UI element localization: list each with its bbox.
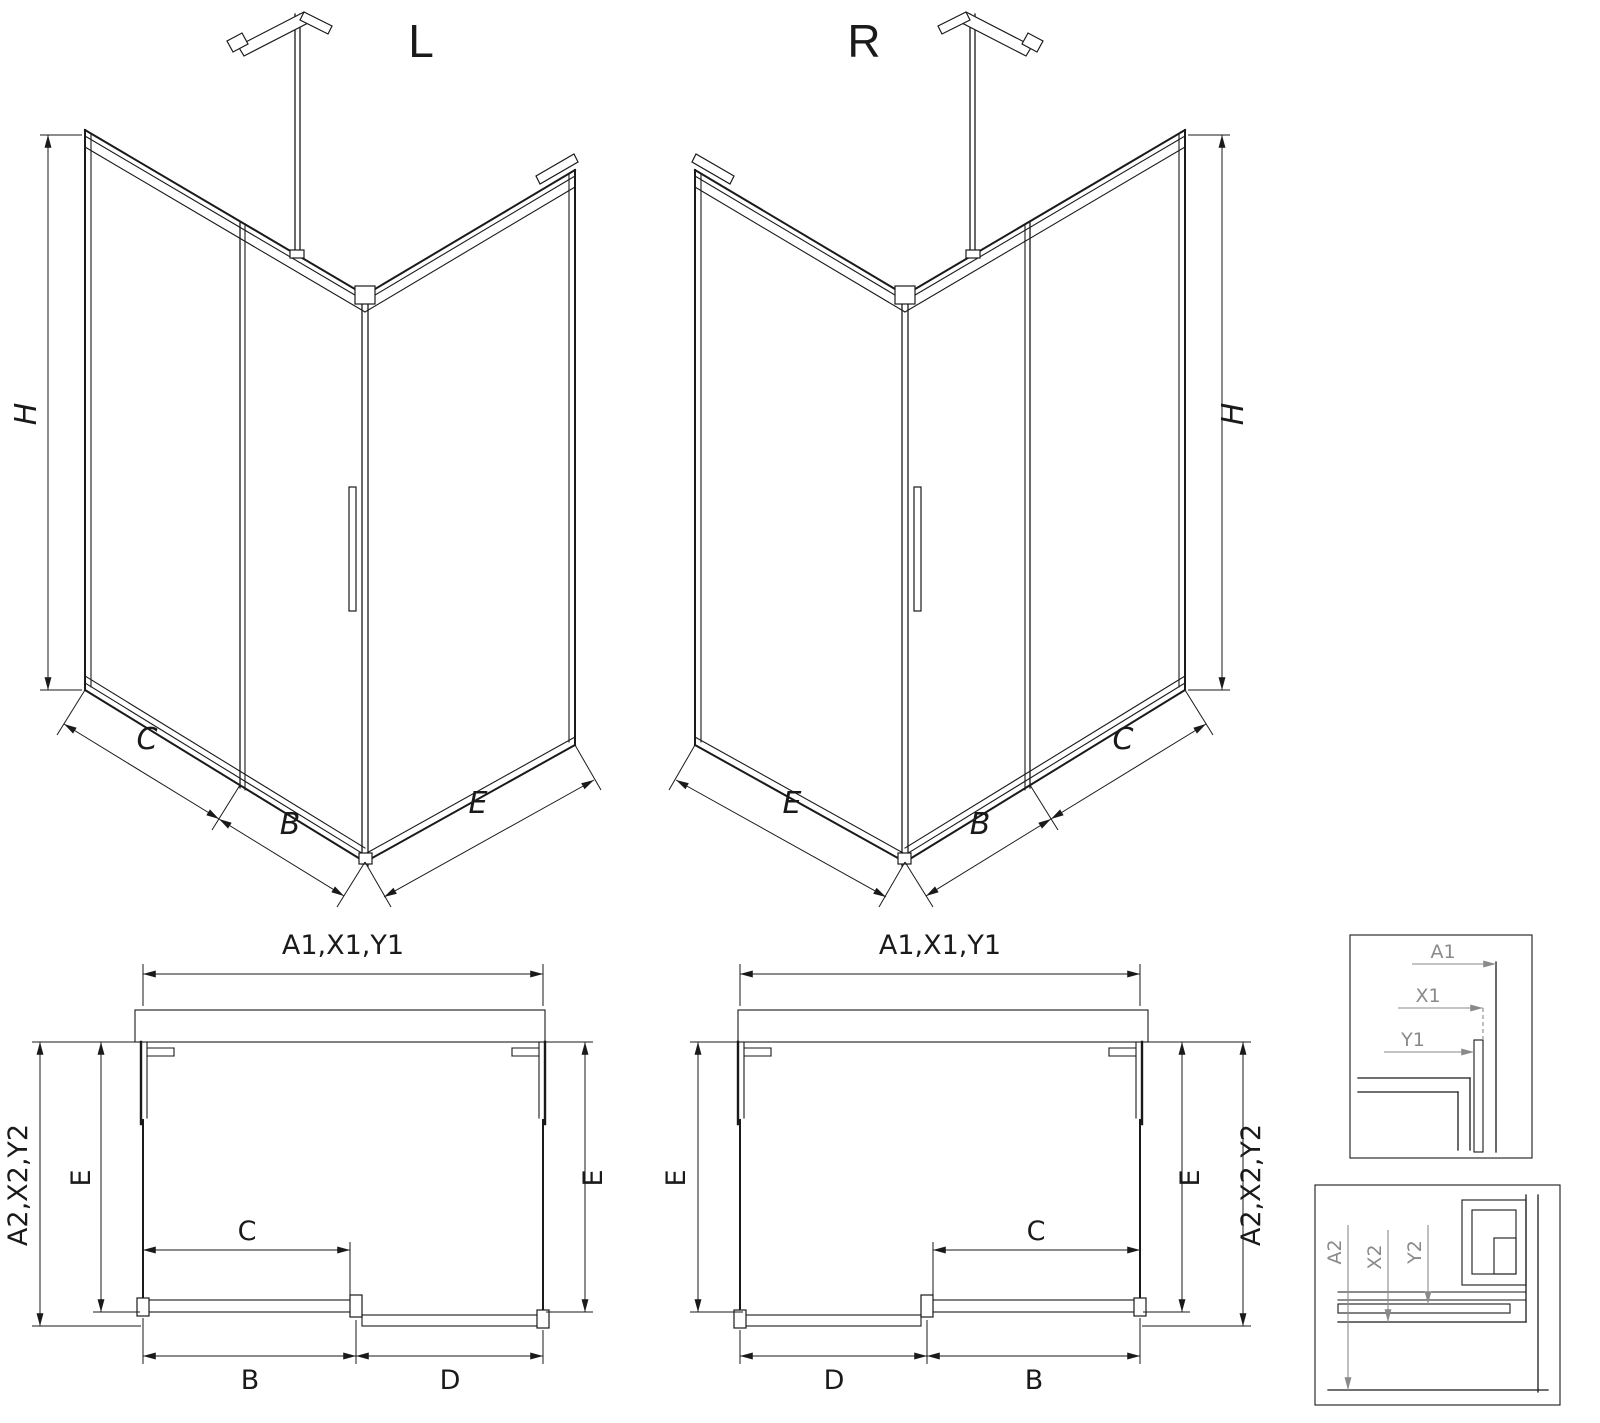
dim-label-y2: Y2 xyxy=(1404,1240,1426,1265)
ceiling-support-bracket xyxy=(226,11,333,259)
plan-right-dimensions xyxy=(690,964,1251,1364)
plan-view-left: A1,X1,Y1 A2,X2,Y2 E E C B D xyxy=(3,930,609,1396)
dim-label-e-left: E xyxy=(66,1169,97,1186)
dim-label-d: D xyxy=(824,1365,845,1396)
door-handle xyxy=(348,486,357,612)
corner-connector-top xyxy=(354,285,376,305)
wall-bracket xyxy=(535,153,579,185)
fixed-panel-section xyxy=(361,1314,544,1327)
wall-section xyxy=(737,1009,1149,1043)
dim-label-e-right: E xyxy=(578,1169,609,1186)
ceiling-support-bracket xyxy=(937,11,1044,259)
dim-label-c: C xyxy=(238,1216,257,1247)
dim-label-h: H xyxy=(1216,403,1251,426)
corner-connector xyxy=(733,1309,747,1329)
dim-label-e-right: E xyxy=(1175,1169,1206,1186)
corner-connector xyxy=(536,1309,550,1329)
dim-label-x2: X2 xyxy=(1364,1244,1386,1269)
dim-label-y1: Y1 xyxy=(1400,1029,1425,1051)
glass-section xyxy=(1473,1039,1484,1153)
wall-bracket xyxy=(691,153,735,185)
profile-hatch xyxy=(1493,1237,1517,1275)
dim-label-b: B xyxy=(1025,1365,1044,1396)
view-title-right: R xyxy=(847,15,880,67)
iso-view-left: L H C B E xyxy=(9,11,602,908)
dim-label-c: C xyxy=(137,722,158,757)
door-end-cap xyxy=(349,1294,363,1318)
dim-label-a1x1y1: A1,X1,Y1 xyxy=(282,930,404,961)
fixed-panel-section xyxy=(739,1314,922,1327)
iso-view-right: R H E B C xyxy=(668,11,1251,908)
iso-left-dimensions xyxy=(40,134,602,908)
corner-foot xyxy=(358,852,373,865)
dim-label-b: B xyxy=(241,1365,260,1396)
plan-left-dimensions xyxy=(32,964,593,1364)
detail-view-bottom: A2 X2 Y2 xyxy=(1314,1184,1561,1406)
detail-view-top: A1 X1 Y1 xyxy=(1349,934,1533,1159)
door-end-cap xyxy=(920,1294,934,1318)
dim-label-x1: X1 xyxy=(1415,985,1440,1007)
iso-right-dimensions xyxy=(668,134,1230,908)
door-handle xyxy=(913,486,922,612)
dim-label-b: B xyxy=(280,807,301,842)
corner-connector xyxy=(136,1297,150,1317)
glass-section xyxy=(1337,1303,1511,1314)
sliding-door-section xyxy=(930,1299,1141,1313)
corner-connector-top xyxy=(894,285,916,305)
corner-foot xyxy=(897,852,912,865)
dim-label-e-left: E xyxy=(661,1169,692,1186)
sliding-door-section xyxy=(142,1299,353,1313)
corner-connector xyxy=(1133,1297,1147,1317)
dim-label-a2x2y2: A2,X2,Y2 xyxy=(3,1124,34,1246)
dim-label-h: H xyxy=(9,403,44,426)
view-title-left: L xyxy=(408,15,434,67)
dim-label-a1: A1 xyxy=(1430,941,1455,963)
dim-label-a2: A2 xyxy=(1324,1239,1346,1264)
plan-view-right: A1,X1,Y1 A2,X2,Y2 E E C D B xyxy=(661,930,1267,1396)
dim-label-a1x1y1: A1,X1,Y1 xyxy=(879,930,1001,961)
dim-label-e: E xyxy=(469,786,488,821)
dim-label-a2x2y2: A2,X2,Y2 xyxy=(1236,1124,1267,1246)
dim-label-c: C xyxy=(1113,722,1134,757)
wall-section xyxy=(134,1009,546,1043)
dim-label-e: E xyxy=(783,786,802,821)
dim-label-b: B xyxy=(970,807,991,842)
dim-label-c: C xyxy=(1027,1216,1046,1247)
dim-label-d: D xyxy=(440,1365,461,1396)
